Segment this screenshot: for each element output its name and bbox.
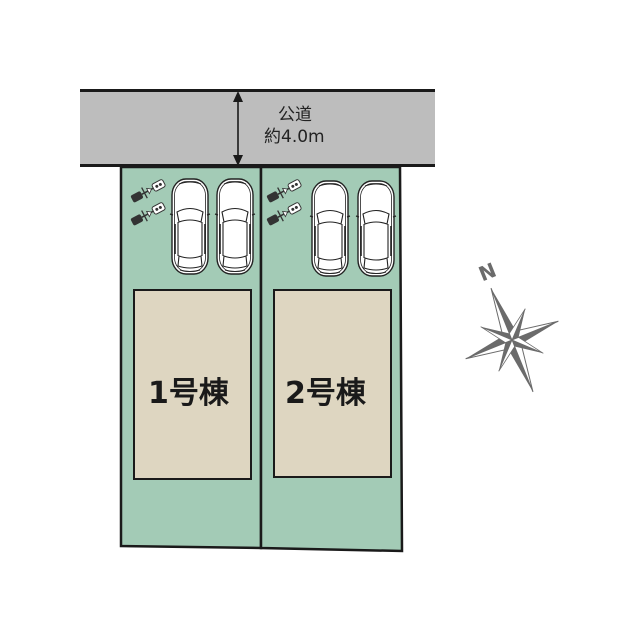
- road-type-label: 公道: [278, 105, 312, 125]
- car-icon: [355, 180, 397, 277]
- compass-icon: [465, 287, 559, 393]
- road-width-label: 約4.0m: [264, 127, 325, 147]
- building-2-label: 2号棟: [285, 376, 366, 411]
- road-label: 公道 約4.0m: [264, 104, 325, 148]
- building-1-label: 1号棟: [148, 376, 229, 411]
- car-icon: [309, 180, 351, 277]
- building-1: [133, 289, 252, 480]
- public-road: [80, 89, 435, 167]
- building-2: [273, 289, 392, 478]
- car-icon: [214, 178, 256, 275]
- car-icon: [169, 178, 211, 275]
- road-width-arrow-icon: [233, 91, 243, 166]
